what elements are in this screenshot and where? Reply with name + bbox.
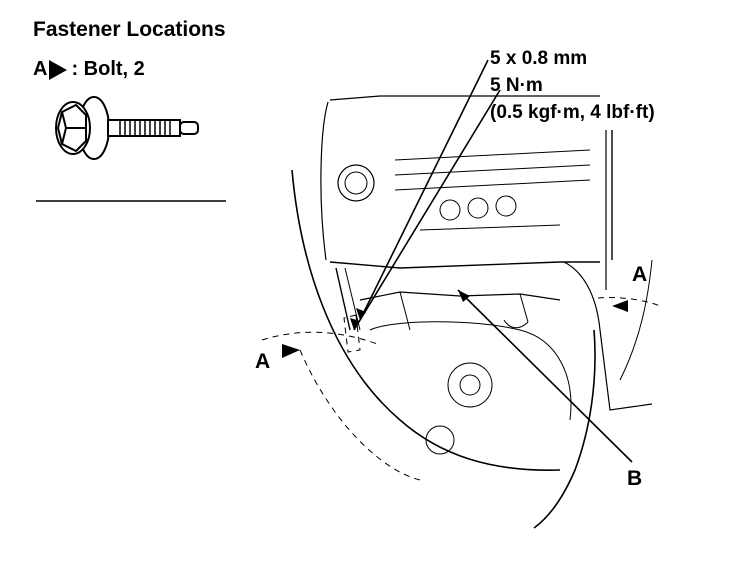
callout-b: B bbox=[627, 467, 643, 490]
leader-lines bbox=[353, 59, 633, 463]
fastener-legend: A : Bolt, 2 bbox=[33, 58, 145, 81]
section-arrow-right-icon bbox=[612, 300, 628, 312]
torque-spec: 5 N·m bbox=[490, 75, 543, 96]
leader-arrow-icon bbox=[356, 308, 366, 320]
leader-arrow-icon bbox=[350, 318, 360, 330]
callout-a-right: A bbox=[632, 263, 648, 286]
section-arrow-left-icon bbox=[282, 344, 300, 358]
legend-letter: A bbox=[33, 58, 48, 80]
console-outline bbox=[291, 95, 653, 529]
callout-a-left: A bbox=[255, 350, 271, 373]
leader-arrow-icon bbox=[458, 290, 470, 302]
reference-lines bbox=[261, 297, 661, 481]
bolt-size-spec: 5 x 0.8 mm bbox=[490, 48, 588, 69]
triangle-arrow-icon bbox=[49, 59, 68, 80]
legend-text: : Bolt, 2 bbox=[71, 58, 145, 80]
page-title: Fastener Locations bbox=[33, 18, 226, 41]
bolt-icon bbox=[55, 96, 199, 160]
torque-alt-spec: (0.5 kgf·m, 4 lbf·ft) bbox=[490, 102, 655, 123]
